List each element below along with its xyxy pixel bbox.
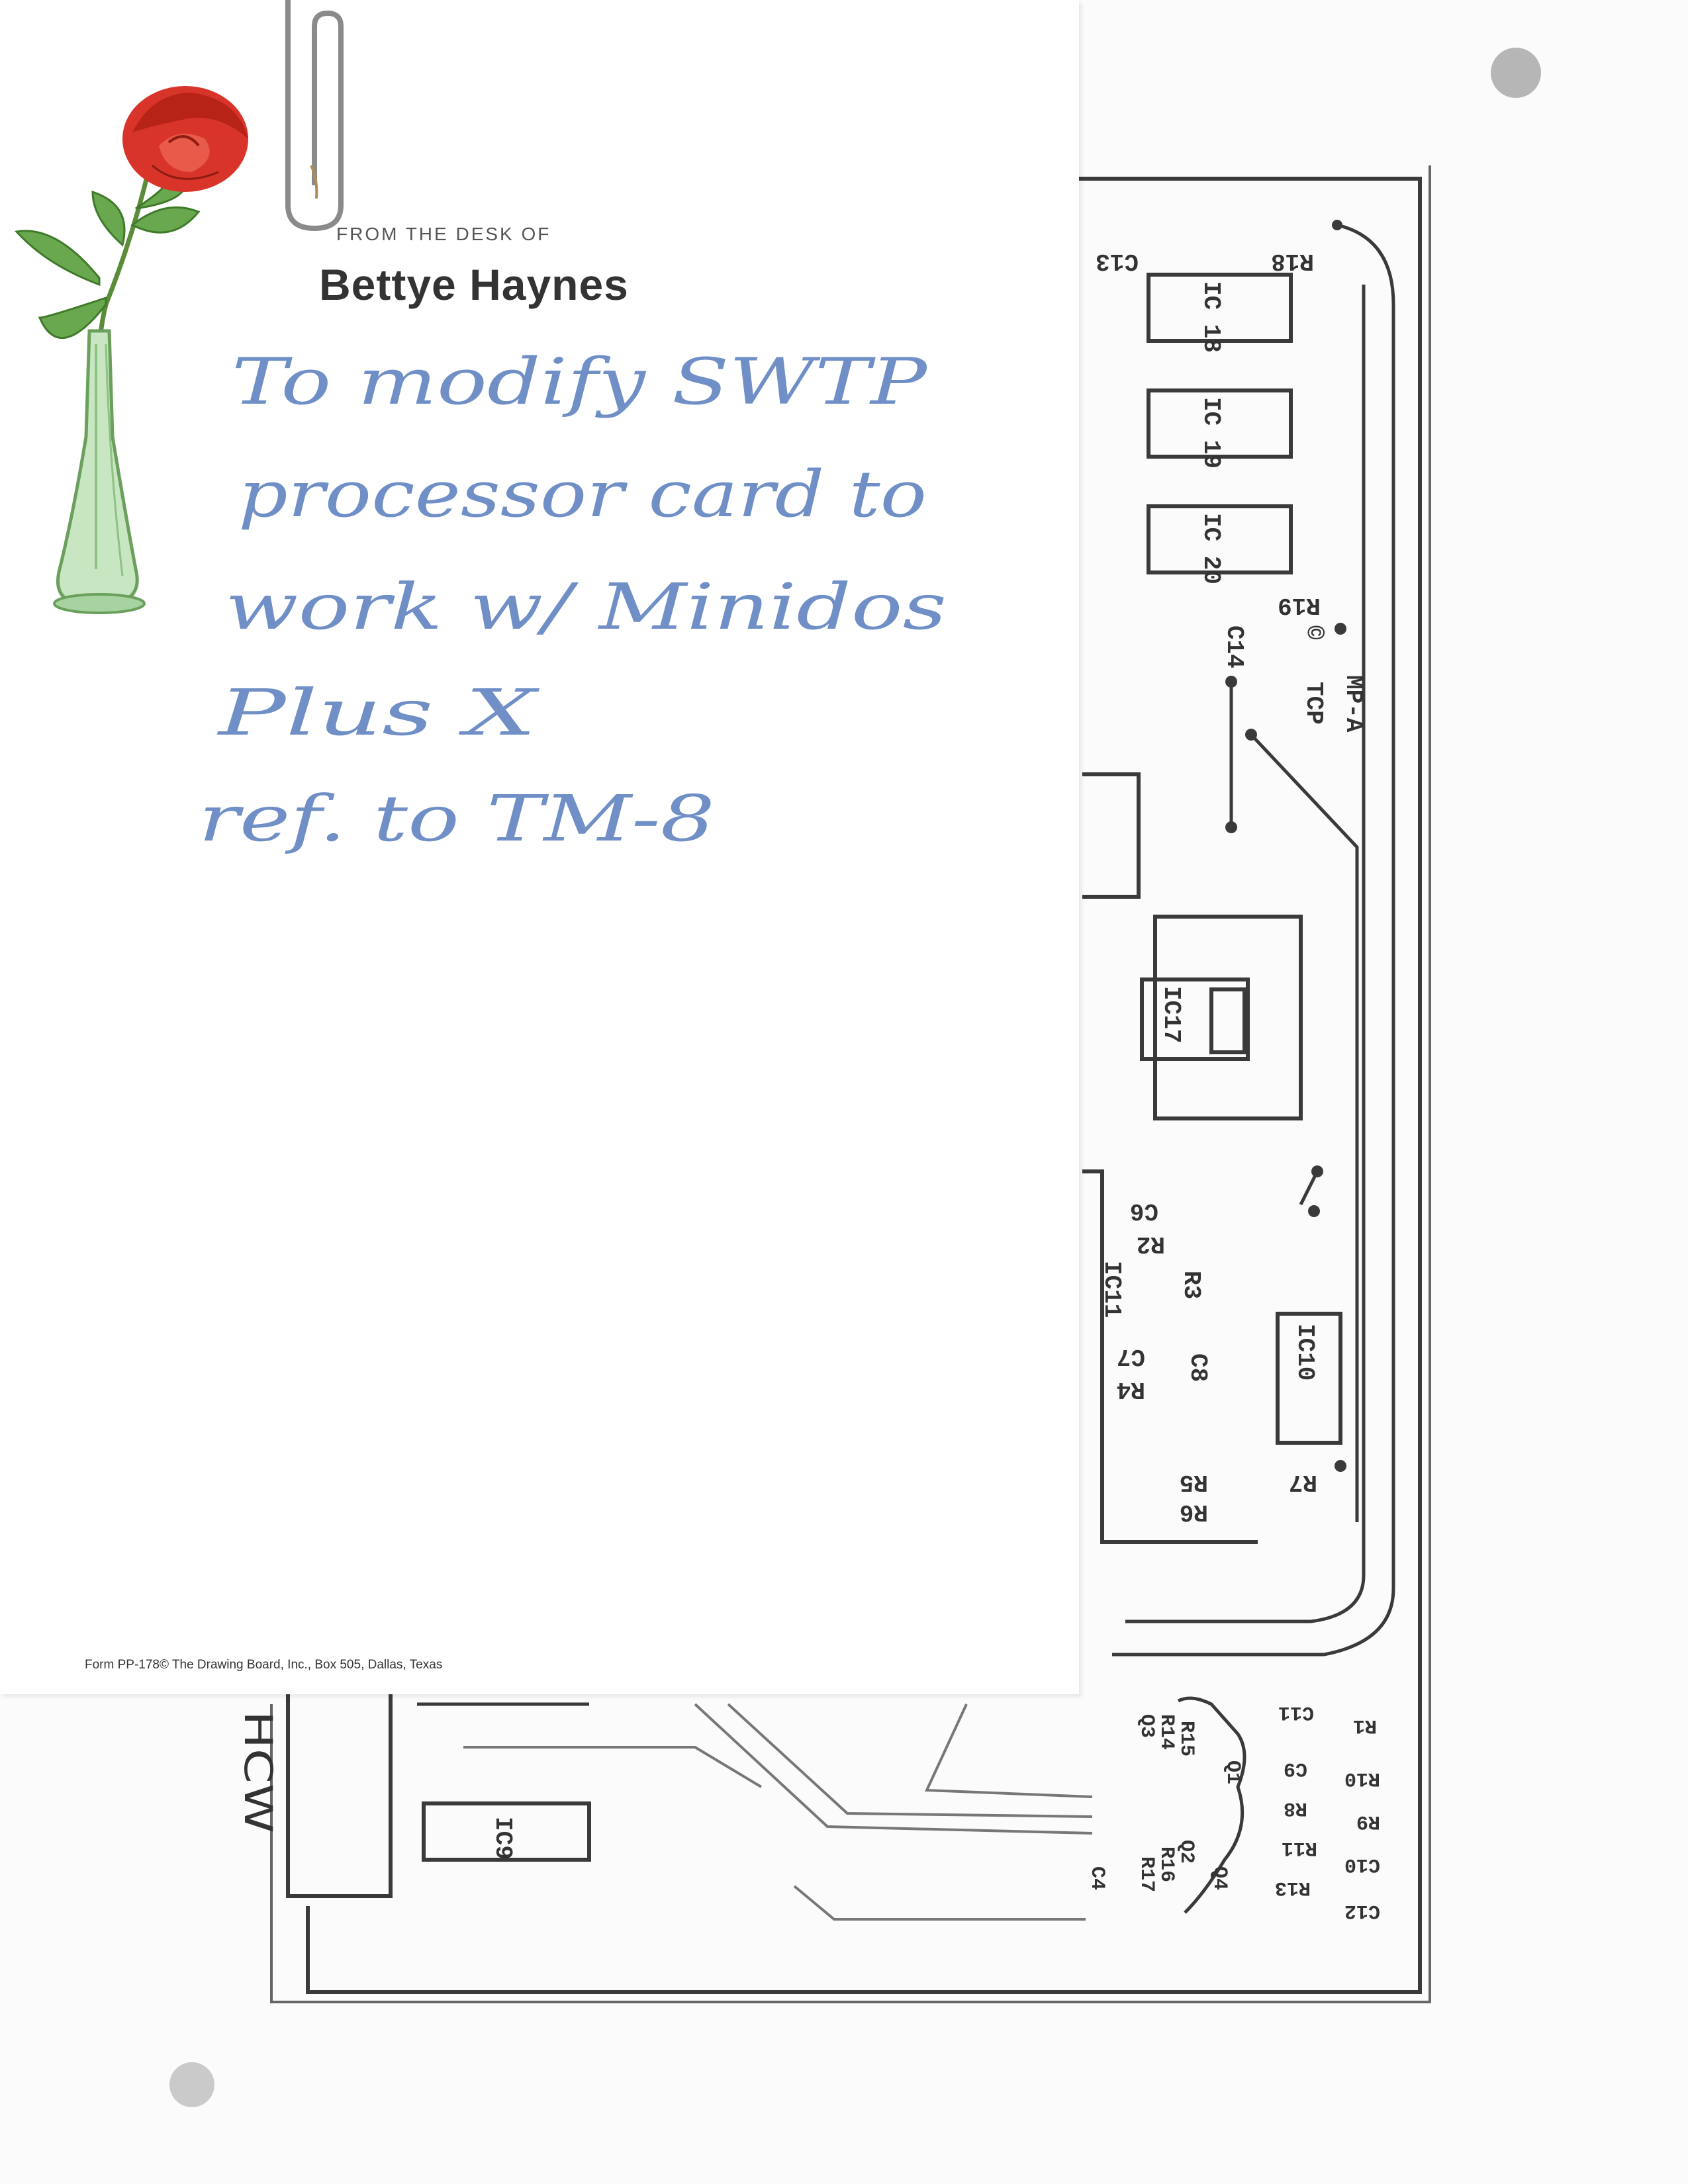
label-copyright: © — [1300, 625, 1327, 640]
label-c12: C12 — [1344, 1899, 1380, 1922]
label-ic20: IC 20 — [1197, 513, 1225, 584]
note-line-2: processor card to — [238, 457, 927, 531]
label-r13: R13 — [1275, 1876, 1311, 1899]
label-c11: C11 — [1278, 1701, 1314, 1723]
label-r11: R11 — [1282, 1837, 1317, 1859]
label-mp-a: MP-A — [1340, 675, 1367, 733]
label-ic19: IC 19 — [1197, 397, 1225, 469]
label-r16: R16 — [1155, 1846, 1178, 1882]
label-c9: C9 — [1284, 1757, 1307, 1780]
label-c13: C13 — [1096, 248, 1139, 275]
label-r14: R14 — [1155, 1714, 1178, 1750]
label-r6: R6 — [1180, 1498, 1208, 1525]
label-r1: R1 — [1353, 1714, 1377, 1737]
label-c7: C7 — [1117, 1343, 1145, 1370]
label-ic9: IC9 — [489, 1817, 516, 1860]
label-r5: R5 — [1180, 1469, 1208, 1496]
label-ic18: IC 18 — [1197, 281, 1225, 353]
label-r2: R2 — [1137, 1230, 1165, 1257]
paper-clip — [285, 0, 344, 232]
label-r17: R17 — [1135, 1856, 1158, 1892]
binder-hole-bottom — [169, 2062, 214, 2107]
label-ic11: IC11 — [1098, 1261, 1125, 1318]
note-line-1: To modify SWTP — [232, 345, 928, 419]
form-footer: Form PP-178© The Drawing Board, Inc., Bo… — [85, 1658, 443, 1672]
initials-text: HCW — [238, 1711, 281, 1833]
letterhead-name: Bettye Haynes — [319, 260, 629, 309]
label-q1: Q1 — [1221, 1760, 1244, 1784]
label-r7: R7 — [1289, 1469, 1317, 1496]
handwritten-note: To modify SWTP processor card to work w/… — [199, 345, 947, 856]
label-r8: R8 — [1284, 1797, 1307, 1819]
handwritten-initials: HCW — [238, 1711, 281, 1833]
label-r19: R19 — [1278, 592, 1321, 619]
label-c6: C6 — [1130, 1197, 1158, 1224]
note-line-5: ref. to TM-8 — [199, 782, 715, 856]
label-r4: R4 — [1117, 1376, 1145, 1403]
board-outline — [306, 177, 1422, 1994]
label-c14: C14 — [1221, 625, 1248, 668]
label-r9: R9 — [1356, 1810, 1380, 1833]
label-ic17: IC17 — [1158, 986, 1185, 1043]
label-c4: C4 — [1086, 1866, 1108, 1890]
label-r18: R18 — [1271, 248, 1314, 275]
note-line-3: work w/ Minidos — [225, 570, 947, 644]
label-q3: Q3 — [1135, 1714, 1158, 1738]
label-c8: C8 — [1184, 1353, 1211, 1382]
binder-hole-top — [1491, 48, 1541, 98]
label-c10: C10 — [1344, 1853, 1380, 1876]
label-r10: R10 — [1344, 1767, 1380, 1790]
label-tcp: TCP — [1300, 682, 1327, 725]
from-the-desk-of-label: FROM THE DESK OF — [336, 224, 551, 244]
label-q4: Q4 — [1208, 1866, 1231, 1890]
label-q2: Q2 — [1175, 1840, 1197, 1864]
note-line-4: Plus X — [216, 676, 540, 750]
label-r15: R15 — [1175, 1721, 1197, 1756]
label-r3: R3 — [1178, 1271, 1205, 1299]
label-ic10: IC10 — [1291, 1324, 1319, 1381]
notepad-sheet: FROM THE DESK OF Bettye Haynes To modify… — [0, 0, 1079, 1694]
rose-vase-illustration — [15, 86, 248, 614]
